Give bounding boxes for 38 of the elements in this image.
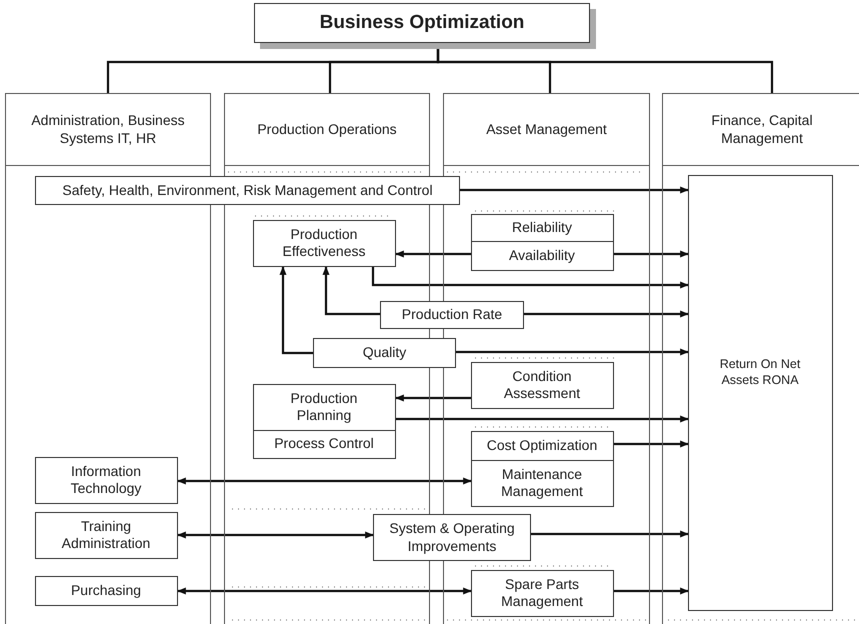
column-heading: Administration, Business Systems IT, HR <box>6 94 210 166</box>
arrow <box>395 394 471 402</box>
process-box: Maintenance Management <box>470 460 614 506</box>
process-box: Spare Parts Management <box>470 570 614 616</box>
column-panel <box>662 93 859 624</box>
column-heading: Production Operations <box>225 94 429 166</box>
arrow <box>524 310 689 318</box>
process-box: Cost Optimization <box>470 430 614 460</box>
arrow <box>372 267 689 288</box>
process-box: Training Administration <box>34 512 178 558</box>
arrow <box>177 478 472 484</box>
process-box: Reliability <box>470 214 614 242</box>
process-box: Availability <box>470 240 614 270</box>
process-box: Information Technology <box>34 456 178 504</box>
process-box: Process Control <box>252 430 396 458</box>
result-box: Return On Net Assets RONA <box>688 174 832 610</box>
process-box: Production Effectiveness <box>252 220 396 266</box>
process-box: Purchasing <box>34 576 178 606</box>
arrow <box>531 530 689 538</box>
column-heading: Asset Management <box>444 94 649 166</box>
arrow <box>396 416 689 422</box>
arrow <box>460 186 689 194</box>
arrow <box>280 266 313 354</box>
arrow <box>614 250 689 258</box>
arrow <box>177 532 374 538</box>
process-box: Production Rate <box>380 301 524 329</box>
process-box: System & Operating Improvements <box>373 514 531 561</box>
arrow <box>456 348 689 356</box>
arrow <box>177 588 472 594</box>
arrow <box>395 250 471 258</box>
process-box: Safety, Health, Environment, Risk Management and Control <box>35 176 460 205</box>
process-box: Production Planning <box>252 384 396 430</box>
arrow <box>322 266 380 316</box>
column-heading: Finance, Capital Management <box>663 94 859 166</box>
process-box: Condition Assessment <box>470 362 614 408</box>
process-box: Quality <box>313 338 456 368</box>
arrow <box>614 440 689 448</box>
arrow <box>614 588 689 594</box>
